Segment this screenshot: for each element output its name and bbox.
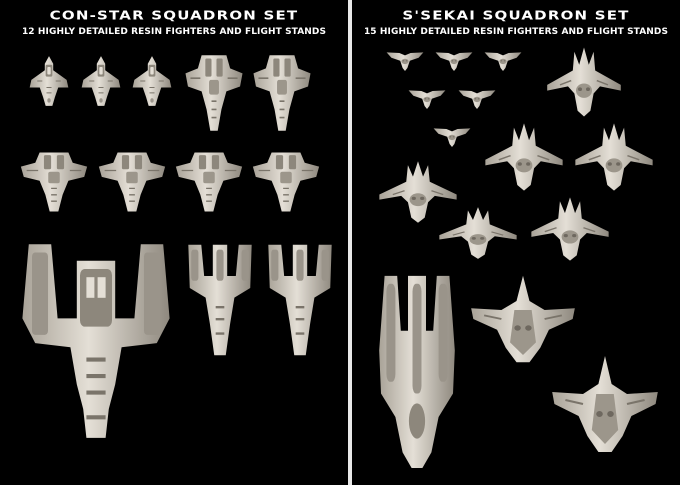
ssekai-subtitle: 15 HIGHLY DETAILED RESIN FIGHTERS AND FL… bbox=[363, 27, 669, 37]
con-star-fighter bbox=[268, 244, 332, 356]
ssekai-title: S'SEKAI SQUADRON SET bbox=[402, 7, 630, 23]
ssekai-fighter bbox=[485, 123, 563, 191]
con-star-heavy-fighter bbox=[22, 244, 170, 438]
con-star-panel: CON-STAR SQUADRON SET 12 HIGHLY DETAILED… bbox=[20, 7, 332, 438]
con-star-fighter bbox=[29, 56, 69, 106]
con-star-fighter bbox=[253, 55, 311, 131]
ssekai-fighter bbox=[531, 197, 609, 261]
con-star-fighter bbox=[132, 56, 172, 106]
con-star-fighter bbox=[98, 152, 166, 212]
panel-divider bbox=[348, 0, 352, 485]
ssekai-panel: S'SEKAI SQUADRON SET 15 HIGHLY DETAILED … bbox=[352, 0, 680, 485]
ssekai-fighter bbox=[484, 52, 522, 71]
con-star-fighter bbox=[188, 244, 252, 356]
ssekai-fighter bbox=[386, 52, 424, 71]
ssekai-fighter bbox=[379, 161, 457, 223]
ssekai-fighter bbox=[439, 207, 517, 259]
con-star-subtitle: 12 HIGHLY DETAILED RESIN FIGHTERS AND FL… bbox=[21, 27, 327, 37]
con-star-fighter bbox=[252, 152, 320, 212]
con-star-title: CON-STAR SQUADRON SET bbox=[49, 7, 299, 23]
ssekai-fighter bbox=[433, 128, 471, 147]
ssekai-fighter bbox=[435, 52, 473, 71]
con-star-fighter bbox=[185, 55, 243, 131]
ssekai-fighter bbox=[575, 123, 653, 191]
ssekai-manta-fighter bbox=[471, 275, 575, 363]
con-star-fighter bbox=[20, 152, 88, 212]
ssekai-heavy-fighter bbox=[379, 275, 455, 468]
ssekai-fighter bbox=[547, 47, 621, 117]
ssekai-fighter bbox=[458, 90, 496, 109]
con-star-fighter bbox=[175, 152, 243, 212]
ssekai-fighter bbox=[408, 90, 446, 109]
ssekai-manta-fighter bbox=[552, 356, 658, 452]
con-star-fighter bbox=[81, 56, 121, 106]
